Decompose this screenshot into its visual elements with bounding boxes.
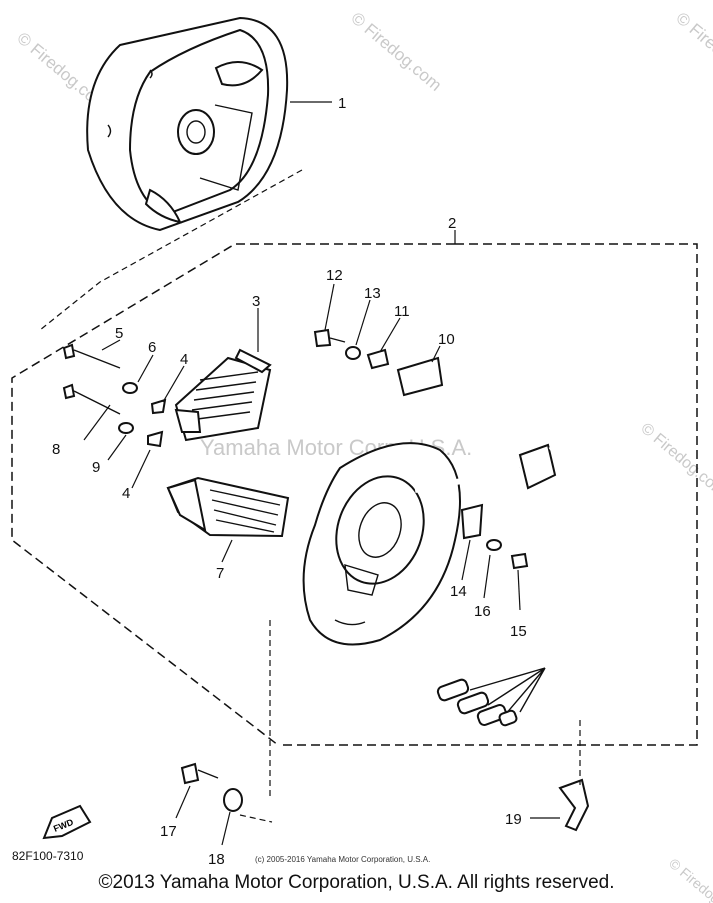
callout-label: 16 [474, 603, 491, 620]
callout-label: 15 [510, 623, 527, 640]
charge-coil [174, 348, 272, 442]
callout-label: 1 [338, 95, 346, 112]
callout-label: 4 [180, 351, 188, 368]
copyright-footer: ©2013 Yamaha Motor Corporation, U.S.A. A… [98, 872, 615, 893]
callout-label: 6 [148, 339, 156, 356]
callout-label: 13 [364, 285, 381, 302]
callout-label: 19 [505, 811, 522, 828]
callout-label: 4 [122, 485, 130, 502]
hardware-parts [62, 328, 590, 832]
watermark-site: © Firedog.com [637, 420, 713, 501]
callout-label: 5 [115, 325, 123, 342]
small-copyright: (c) 2005-2016 Yamaha Motor Corporation, … [255, 855, 430, 864]
stator-base-plate [302, 442, 461, 646]
callout-label: 12 [326, 267, 343, 284]
callout-numbers: 1 2 3 4 4 5 6 7 8 9 10 11 12 13 14 15 16… [52, 95, 527, 868]
wire-harness [414, 427, 648, 727]
stator-assembly-frame [11, 169, 698, 746]
drawing-code: 82F100-7310 [12, 849, 84, 863]
leader-lines [83, 101, 581, 846]
callout-label: 10 [438, 331, 455, 348]
callout-label: 14 [450, 583, 467, 600]
callout-label: 18 [208, 851, 225, 868]
callout-label: 7 [216, 565, 224, 582]
callout-label: 2 [448, 215, 456, 232]
lighting-coil [166, 476, 290, 538]
watermark-site: © Firedog.com [347, 9, 445, 95]
callout-label: 17 [160, 823, 177, 840]
watermark-site: © Firedog.com [672, 9, 713, 95]
flywheel-rotor [86, 16, 289, 232]
callout-label: 11 [394, 303, 410, 320]
callout-label: 3 [252, 293, 260, 310]
callout-label: 8 [52, 441, 60, 458]
fwd-arrow-icon: FWD [42, 804, 92, 840]
callout-label: 9 [92, 459, 100, 476]
